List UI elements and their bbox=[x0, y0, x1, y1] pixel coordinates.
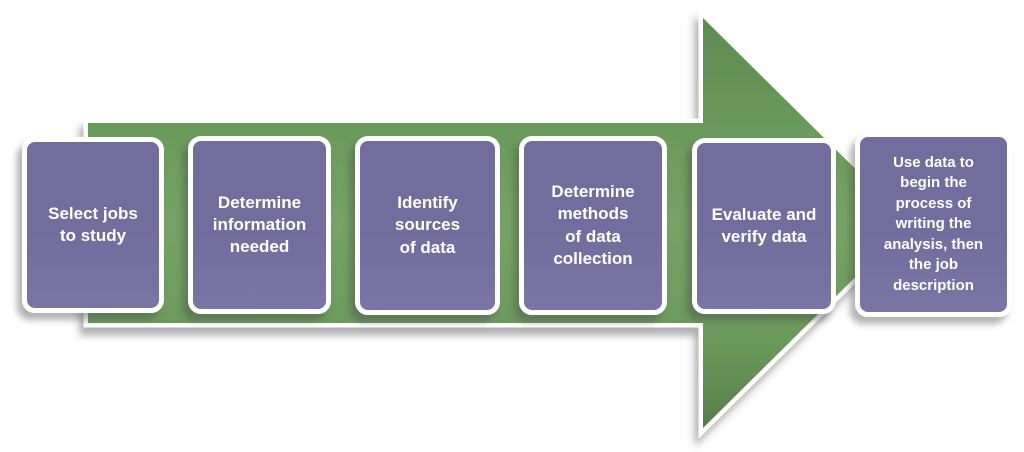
step-label: Determine methods of data collection bbox=[551, 182, 635, 268]
step-box-determine-information: Determine information needed bbox=[188, 136, 331, 314]
step-label: Use data to begin the process of writing… bbox=[883, 153, 984, 294]
step-label: Determine information needed bbox=[212, 192, 307, 257]
step-box-identify-sources: Identify sources of data bbox=[355, 136, 500, 315]
step-box-select-jobs: Select jobs to study bbox=[22, 137, 164, 313]
step-box-evaluate-verify: Evaluate and verify data bbox=[692, 138, 836, 314]
step-label: Identify sources of data bbox=[394, 193, 461, 257]
step-label: Evaluate and verify data bbox=[711, 204, 817, 246]
step-box-determine-methods: Determine methods of data collection bbox=[519, 136, 667, 315]
step-box-use-data: Use data to begin the process of writing… bbox=[855, 132, 1012, 317]
step-label: Select jobs to study bbox=[48, 203, 138, 245]
